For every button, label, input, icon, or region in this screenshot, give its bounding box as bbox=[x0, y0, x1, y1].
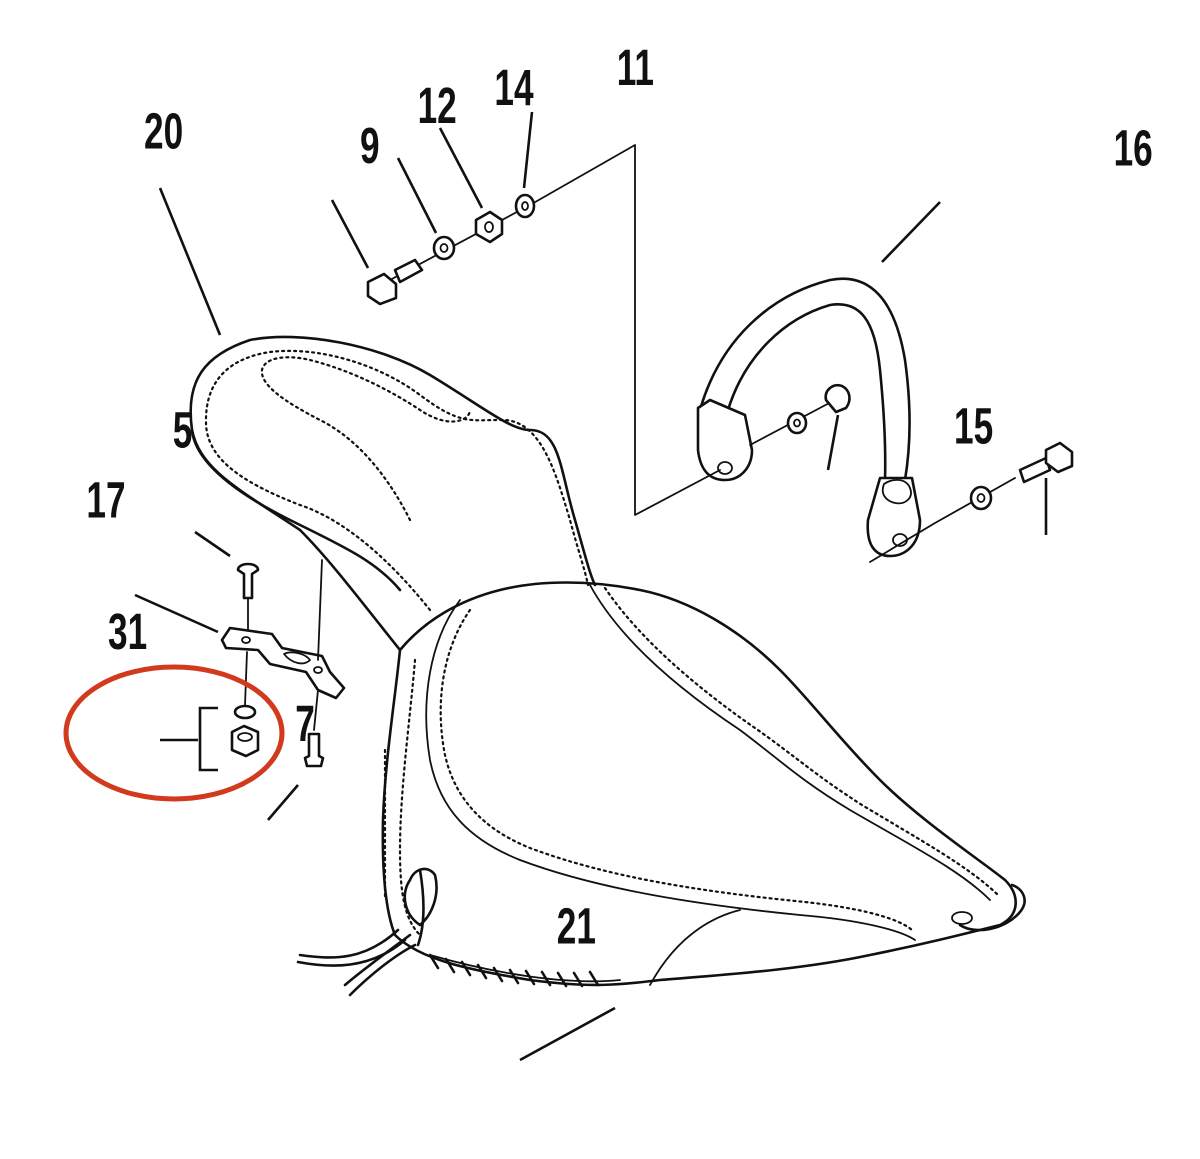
leader-20 bbox=[158, 187, 222, 336]
highlight-circle-part-31 bbox=[63, 664, 285, 802]
bracket-to-seat-line bbox=[317, 559, 323, 661]
callout-31: 31 bbox=[108, 605, 147, 661]
nut-31-top bbox=[237, 732, 253, 742]
hardware-6 bbox=[869, 441, 1074, 563]
leader-lines bbox=[134, 111, 1048, 1062]
bolt-6-head bbox=[1044, 441, 1074, 474]
leader-9 bbox=[330, 199, 370, 269]
bolt-6-shank bbox=[1018, 456, 1052, 484]
seat-body-outline bbox=[381, 581, 1017, 987]
washer-15 bbox=[786, 411, 808, 435]
seat-backrest-outline bbox=[189, 335, 597, 652]
strap-right-bracket bbox=[866, 476, 922, 558]
leader-17 bbox=[134, 593, 219, 634]
washer-6 bbox=[969, 485, 993, 511]
seat-center-stitch-right bbox=[603, 586, 1000, 897]
leader-21 bbox=[519, 1006, 616, 1062]
seat-backrest-inner-stitch bbox=[260, 356, 472, 522]
washer-15-hole bbox=[793, 418, 801, 428]
nut-14 bbox=[474, 210, 504, 244]
part-31-bracket bbox=[198, 706, 218, 772]
leader-5 bbox=[194, 530, 231, 558]
seat-backrest-stitch bbox=[204, 349, 590, 612]
callout-9: 9 bbox=[360, 119, 380, 175]
screw-5 bbox=[236, 562, 260, 600]
leader-7 bbox=[267, 784, 299, 821]
strap-loop-inner bbox=[726, 302, 887, 482]
hardware-31 bbox=[160, 651, 260, 772]
seat-tie-knot bbox=[403, 867, 438, 947]
washer-11-hole bbox=[521, 201, 529, 211]
bracket-17-slot bbox=[283, 651, 311, 665]
hardware-axis-line bbox=[389, 144, 721, 516]
hardware-15 bbox=[749, 384, 851, 446]
seat-backrest-side bbox=[190, 428, 402, 592]
callout-14: 14 bbox=[494, 61, 533, 117]
seat-pan-line bbox=[429, 909, 741, 986]
washer-11 bbox=[514, 193, 536, 219]
seat-lacing bbox=[428, 953, 600, 988]
leader-16 bbox=[881, 201, 941, 263]
screw-7-axis bbox=[313, 689, 319, 731]
strap-left-bracket-hole bbox=[717, 461, 733, 475]
leader-14 bbox=[438, 127, 484, 209]
callouts: 20 9 12 14 11 16 15 6 5 17 31 7 21 bbox=[86, 41, 1153, 955]
bracket-17-hole-right bbox=[313, 666, 323, 674]
bracket-17-hole-left bbox=[241, 636, 251, 644]
bracket-17 bbox=[220, 626, 346, 700]
callout-5: 5 bbox=[173, 404, 193, 460]
seat-center-stitch-left bbox=[439, 608, 914, 932]
strap-left-bracket bbox=[696, 398, 754, 482]
leader-15 bbox=[826, 414, 840, 471]
hardware-top bbox=[366, 144, 721, 516]
seat-center-seam-right bbox=[589, 584, 991, 901]
seat-nose-tab bbox=[951, 911, 973, 925]
leader-12 bbox=[396, 157, 438, 234]
callout-21: 21 bbox=[557, 899, 596, 955]
callout-15: 15 bbox=[954, 399, 993, 455]
callout-16: 16 bbox=[1114, 121, 1153, 177]
callout-17: 17 bbox=[86, 473, 125, 529]
screw-7 bbox=[303, 732, 325, 768]
seat-body-stitch-outer bbox=[398, 658, 422, 937]
strap-right-bracket-roll bbox=[881, 479, 912, 505]
nut-14-hole bbox=[484, 221, 494, 233]
washer-31 bbox=[233, 704, 257, 720]
washer-12-hole bbox=[439, 243, 449, 253]
callout-11: 11 bbox=[617, 41, 654, 97]
washer-6-hole bbox=[976, 493, 986, 503]
hardware-bracket bbox=[220, 559, 346, 768]
acorn-nut-15 bbox=[824, 384, 851, 414]
callout-7: 7 bbox=[295, 697, 315, 753]
seat-nose bbox=[958, 883, 1026, 932]
bolt-9-head bbox=[366, 272, 398, 306]
strap-loop-outer bbox=[698, 277, 911, 482]
seat-drawing bbox=[189, 335, 1026, 997]
callout-20: 20 bbox=[144, 104, 183, 160]
part-31-axis bbox=[244, 651, 248, 706]
washer-12 bbox=[432, 235, 456, 261]
bolt-9-shank bbox=[393, 258, 424, 284]
passenger-strap-assembly bbox=[696, 277, 922, 558]
seat-strap-down bbox=[343, 933, 417, 997]
callout-12: 12 bbox=[418, 79, 457, 135]
leader-11 bbox=[522, 111, 534, 189]
seat-center-seam-left bbox=[425, 599, 916, 941]
